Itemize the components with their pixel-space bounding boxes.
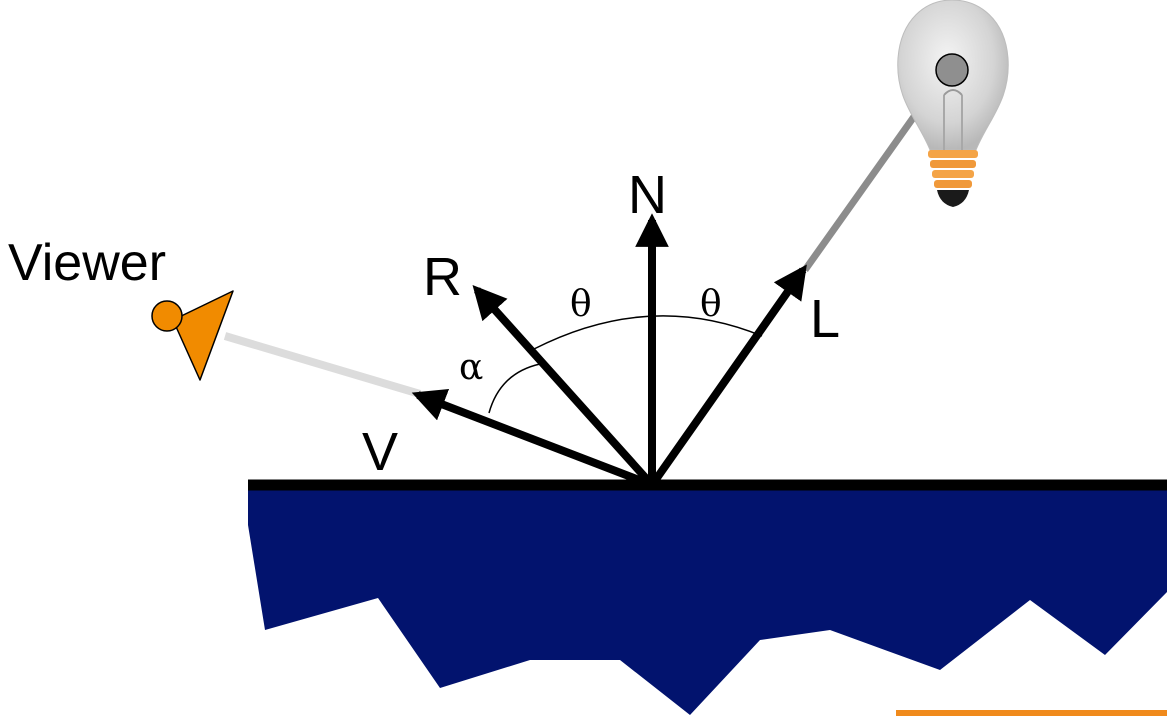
alpha-arc [488,363,541,414]
light-bulb-icon [897,0,1009,207]
reflection-vector [472,284,655,488]
light-vector [648,264,807,488]
view-ray [223,332,422,398]
reflection-label: R [423,247,462,307]
theta-left-label: θ [570,284,592,325]
accent-bar [896,710,1167,716]
theta-right-label: θ [700,284,722,325]
viewer-label: Viewer [8,234,166,292]
light-label: L [810,289,840,349]
eye-camera-icon [151,290,234,381]
view-vector [411,388,654,489]
alpha-label: α [459,347,483,388]
view-label: V [362,422,398,482]
normal-label: N [628,165,667,225]
surface-material [248,486,1167,715]
